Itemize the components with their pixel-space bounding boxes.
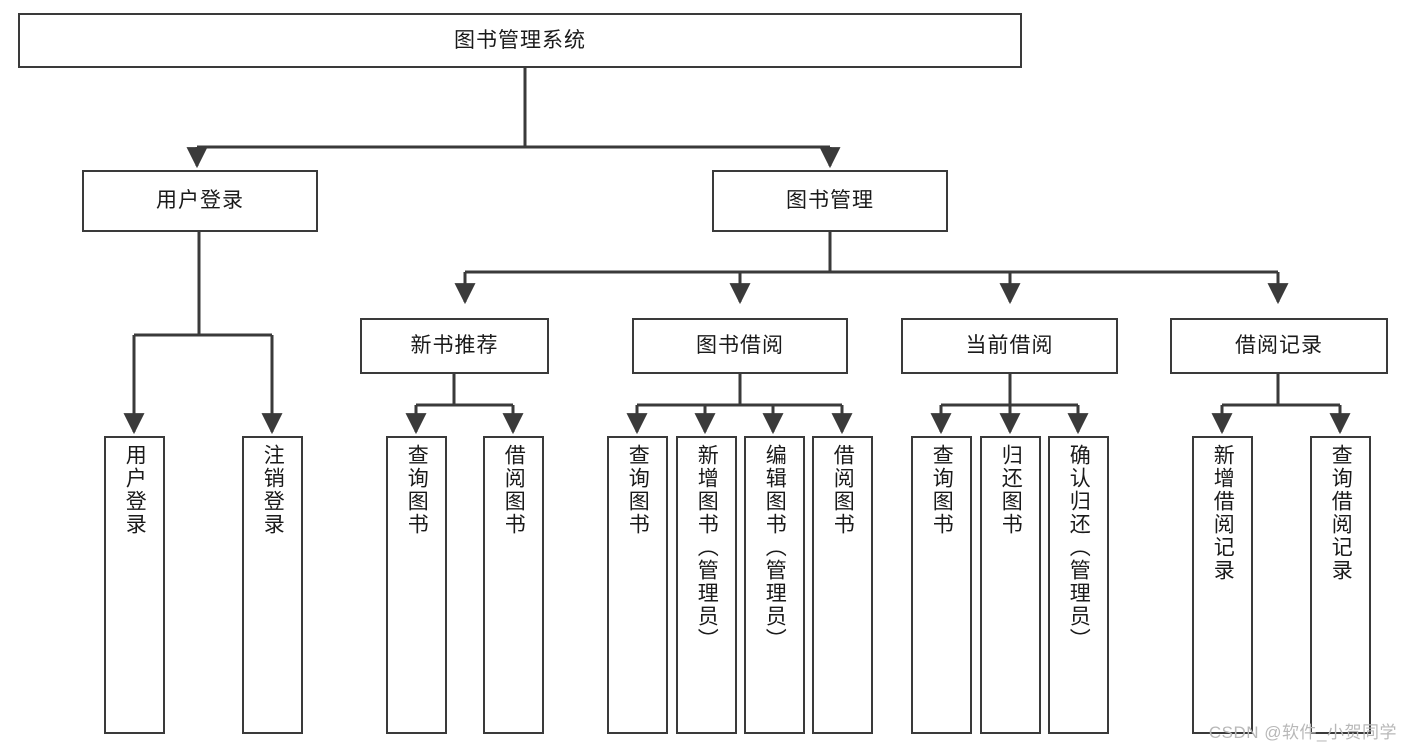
leaf-label: 确认归还（管理员） <box>1067 444 1091 651</box>
leaf-new-book-query[interactable]: 查询图书 <box>386 436 447 734</box>
leaf-current-return-book[interactable]: 归还图书 <box>980 436 1041 734</box>
leaf-borrow-borrow-book[interactable]: 借阅图书 <box>812 436 873 734</box>
leaf-label: 编辑图书（管理员） <box>763 444 787 651</box>
leaf-label: 新增借阅记录 <box>1211 444 1235 582</box>
watermark-text: CSDN @软件_小贺同学 <box>1208 723 1397 742</box>
node-root[interactable]: 图书管理系统 <box>18 13 1022 68</box>
leaf-borrow-add-book[interactable]: 新增图书（管理员） <box>676 436 737 734</box>
leaf-record-query[interactable]: 查询借阅记录 <box>1310 436 1371 734</box>
leaf-borrow-edit-book[interactable]: 编辑图书（管理员） <box>744 436 805 734</box>
node-borrow-record-label: 借阅记录 <box>1235 334 1323 358</box>
leaf-user-login-logout[interactable]: 注销登录 <box>242 436 303 734</box>
node-user-login-label: 用户登录 <box>156 189 244 213</box>
node-current-borrow[interactable]: 当前借阅 <box>901 318 1118 374</box>
leaf-borrow-query-book[interactable]: 查询图书 <box>607 436 668 734</box>
leaf-user-login-login[interactable]: 用户登录 <box>104 436 165 734</box>
node-book-management-label: 图书管理 <box>786 189 874 213</box>
leaf-label: 查询图书 <box>930 444 954 536</box>
node-user-login[interactable]: 用户登录 <box>82 170 318 232</box>
node-root-label: 图书管理系统 <box>454 28 586 52</box>
leaf-label: 注销登录 <box>261 444 285 536</box>
node-new-book-recommend-label: 新书推荐 <box>410 334 499 358</box>
leaf-new-book-borrow[interactable]: 借阅图书 <box>483 436 544 734</box>
leaf-current-query-book[interactable]: 查询图书 <box>911 436 972 734</box>
leaf-label: 借阅图书 <box>502 444 526 536</box>
node-book-borrow-label: 图书借阅 <box>696 334 784 358</box>
leaf-label: 归还图书 <box>999 444 1023 536</box>
node-book-borrow[interactable]: 图书借阅 <box>632 318 848 374</box>
node-borrow-record[interactable]: 借阅记录 <box>1170 318 1388 374</box>
leaf-label: 查询图书 <box>405 444 429 536</box>
node-current-borrow-label: 当前借阅 <box>965 334 1054 358</box>
leaf-label: 查询图书 <box>626 444 650 536</box>
node-book-management[interactable]: 图书管理 <box>712 170 948 232</box>
leaf-current-confirm-return[interactable]: 确认归还（管理员） <box>1048 436 1109 734</box>
leaf-record-add[interactable]: 新增借阅记录 <box>1192 436 1253 734</box>
leaf-label: 新增图书（管理员） <box>695 444 719 651</box>
node-new-book-recommend[interactable]: 新书推荐 <box>360 318 549 374</box>
leaf-label: 用户登录 <box>123 444 147 536</box>
leaf-label: 借阅图书 <box>831 444 855 536</box>
leaf-label: 查询借阅记录 <box>1329 444 1353 582</box>
